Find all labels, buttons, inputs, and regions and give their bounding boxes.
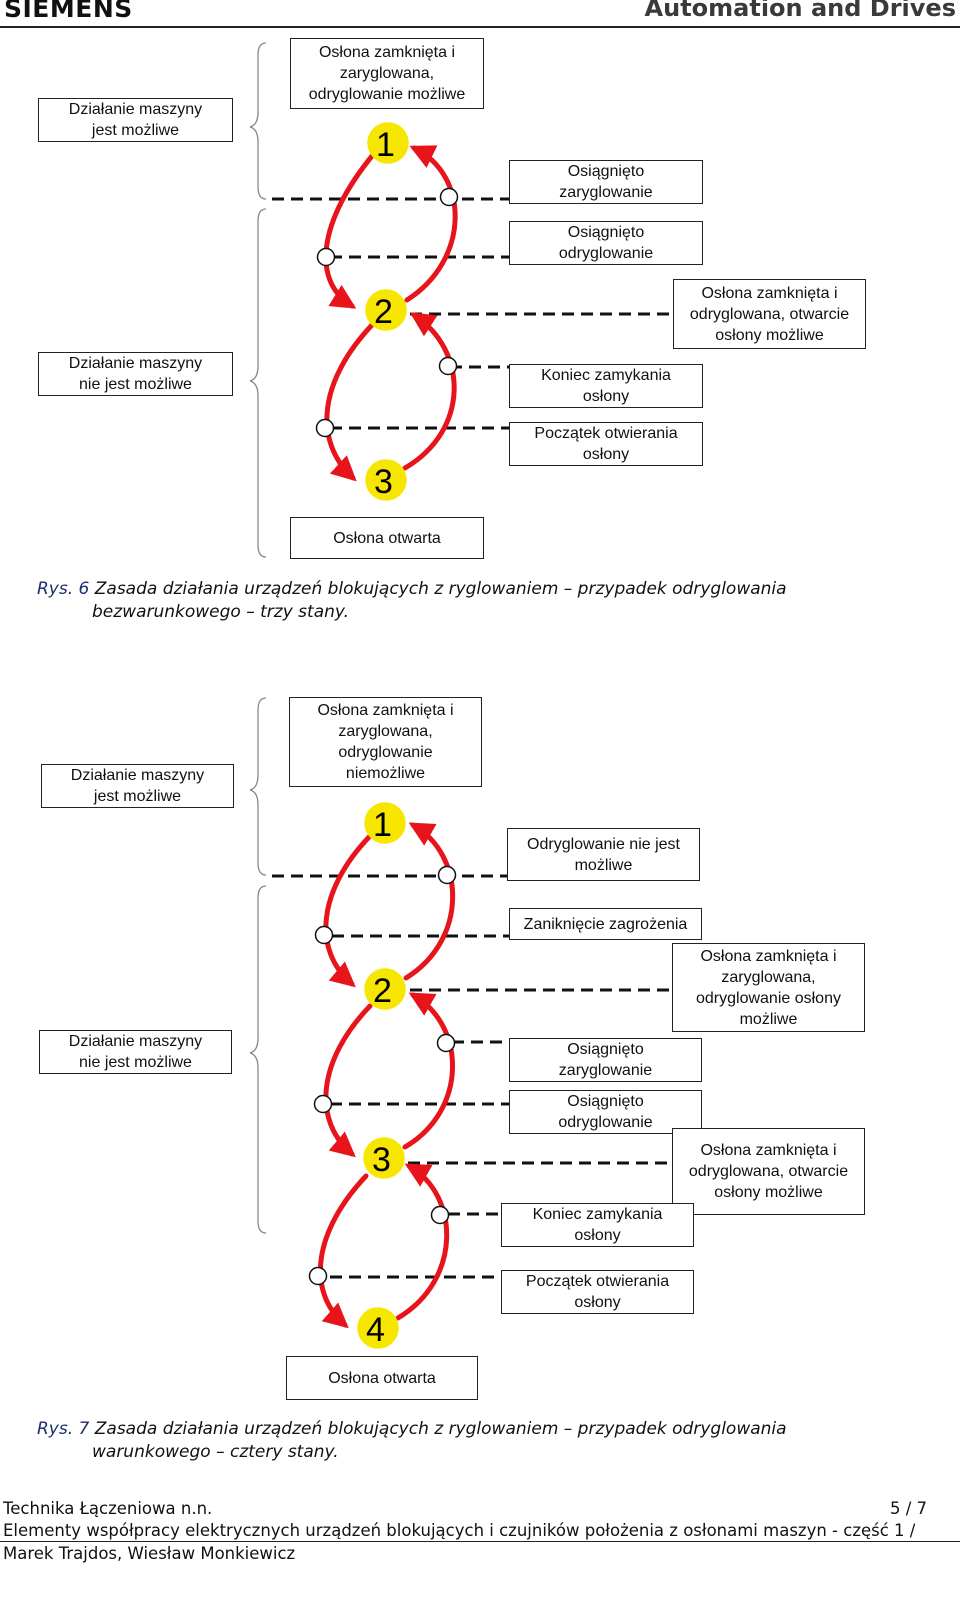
fig7-event-dot-5 (430, 1205, 450, 1225)
fig7-event-dot-6 (308, 1266, 328, 1286)
fig6-arc-3-2 (402, 312, 457, 471)
fig6-event-open-start: Początek otwierania osłony (509, 422, 703, 466)
fig7-state-circle-4 (357, 1307, 399, 1349)
fig6-state-number-2: 2 (374, 293, 393, 331)
fig6-event-dot-1 (439, 187, 459, 207)
fig6-state-circle-1 (367, 122, 409, 164)
fig6-state-open: Osłona otwarta (290, 517, 484, 559)
page-number: 5 / 7 (889, 1499, 927, 1518)
fig6-arc-2-1 (404, 145, 458, 303)
fig6-label-machine-active: Działanie maszyny jest możliwe (38, 98, 233, 142)
fig7-state-top: Osłona zamknięta i zaryglowana, odryglow… (289, 697, 482, 787)
fig7-state-unlock-possible: Osłona zamknięta i zaryglowana, odryglow… (672, 943, 865, 1032)
fig7-arc-1-2 (323, 833, 373, 988)
fig6-event-dot-2 (316, 247, 336, 267)
fig6-event-locked: Osiągnięto zaryglowanie (509, 160, 703, 204)
fig7-arc-3-2 (402, 992, 455, 1150)
fig6-label-machine-inactive: Działanie maszyny nie jest możliwe (38, 352, 233, 396)
fig7-arc-3-4 (317, 1173, 369, 1329)
fig7-event-dot-3 (436, 1033, 456, 1053)
fig7-caption: Rys. 7 Zasada działania urządzeń blokują… (37, 1418, 917, 1464)
fig7-brace-top (249, 697, 267, 876)
fig7-state-open: Osłona otwarta (286, 1356, 478, 1400)
fig7-state-number-3: 3 (372, 1141, 391, 1179)
fig7-event-hazard-gone: Zaniknięcie zagrożenia (509, 908, 702, 940)
division-title: Automation and Drives (644, 0, 956, 22)
figure7-diagram: 1 2 3 4 (249, 697, 676, 1349)
fig7-state-number-4: 4 (366, 1311, 385, 1349)
fig7-event-open-start: Początek otwierania osłony (501, 1270, 694, 1314)
fig6-state-number-3: 3 (374, 463, 393, 501)
fig6-event-unlocked: Osiągnięto odryglowanie (509, 221, 703, 265)
fig7-event-close-end: Koniec zamykania osłony (501, 1203, 694, 1247)
fig7-state-circle-1 (364, 802, 406, 844)
fig6-state-middle: Osłona zamknięta i odryglowana, otwarcie… (673, 279, 866, 349)
fig6-caption-text: Zasada działania urządzeń blokujących z … (89, 579, 787, 599)
header-rule (0, 26, 960, 28)
fig7-state-circle-2 (364, 968, 406, 1010)
fig6-arc-2-3 (324, 322, 375, 482)
fig7-label-machine-active: Działanie maszyny jest możliwe (41, 764, 234, 808)
fig6-brace-bottom (249, 208, 267, 558)
fig7-event-unlocked: Osiągnięto odryglowanie (509, 1090, 702, 1134)
fig6-event-dot-4 (315, 418, 335, 438)
fig6-state-circle-3 (365, 459, 407, 501)
fig6-arc-1-2 (323, 153, 375, 309)
fig6-event-dot-3 (438, 356, 458, 376)
fig7-state-number-2: 2 (373, 972, 392, 1010)
fig7-arc-2-3 (323, 1003, 373, 1158)
fig6-caption-lead: Rys. 6 (37, 579, 90, 599)
fig7-state-open-possible: Osłona zamknięta i odryglowana, otwarcie… (672, 1128, 865, 1215)
footer-authors: Marek Trajdos, Wiesław Monkiewicz (3, 1544, 296, 1563)
footer-rule (0, 1541, 960, 1542)
fig7-arc-2-1 (403, 822, 456, 981)
fig6-state-circle-2 (365, 289, 407, 331)
fig6-state-number-1: 1 (376, 126, 395, 164)
footer-title: Elementy współpracy elektrycznych urządz… (3, 1521, 916, 1540)
fig7-event-dot-1 (437, 865, 457, 885)
fig7-caption-text2: warunkowego – cztery stany. (92, 1442, 339, 1462)
fig7-brace-bottom (249, 885, 267, 1234)
fig7-event-no-unlock: Odryglowanie nie jest możliwe (507, 828, 700, 881)
fig7-state-circle-3 (363, 1137, 405, 1179)
figure6-diagram: 1 2 3 (249, 42, 676, 558)
fig7-caption-text: Zasada działania urządzeń blokujących z … (89, 1419, 787, 1439)
fig6-caption: Rys. 6 Zasada działania urządzeń blokują… (37, 578, 917, 624)
fig7-label-machine-inactive: Działanie maszyny nie jest możliwe (39, 1030, 232, 1074)
fig6-brace-top (249, 42, 267, 200)
fig6-event-close-end: Koniec zamykania osłony (509, 364, 703, 408)
siemens-logo: SIEMENS (4, 0, 133, 23)
fig7-event-locked: Osiągnięto zaryglowanie (509, 1038, 702, 1082)
fig7-state-number-1: 1 (373, 806, 392, 844)
footer-left: Technika Łączeniowa n.n. (3, 1499, 213, 1518)
fig7-event-dot-2 (314, 925, 334, 945)
fig7-arc-4-3 (395, 1163, 450, 1321)
fig6-state-top: Osłona zamknięta i zaryglowana, odryglow… (290, 38, 484, 109)
fig7-caption-lead: Rys. 7 (37, 1419, 90, 1439)
fig7-event-dot-4 (313, 1094, 333, 1114)
fig6-caption-text2: bezwarunkowego – trzy stany. (92, 602, 350, 622)
